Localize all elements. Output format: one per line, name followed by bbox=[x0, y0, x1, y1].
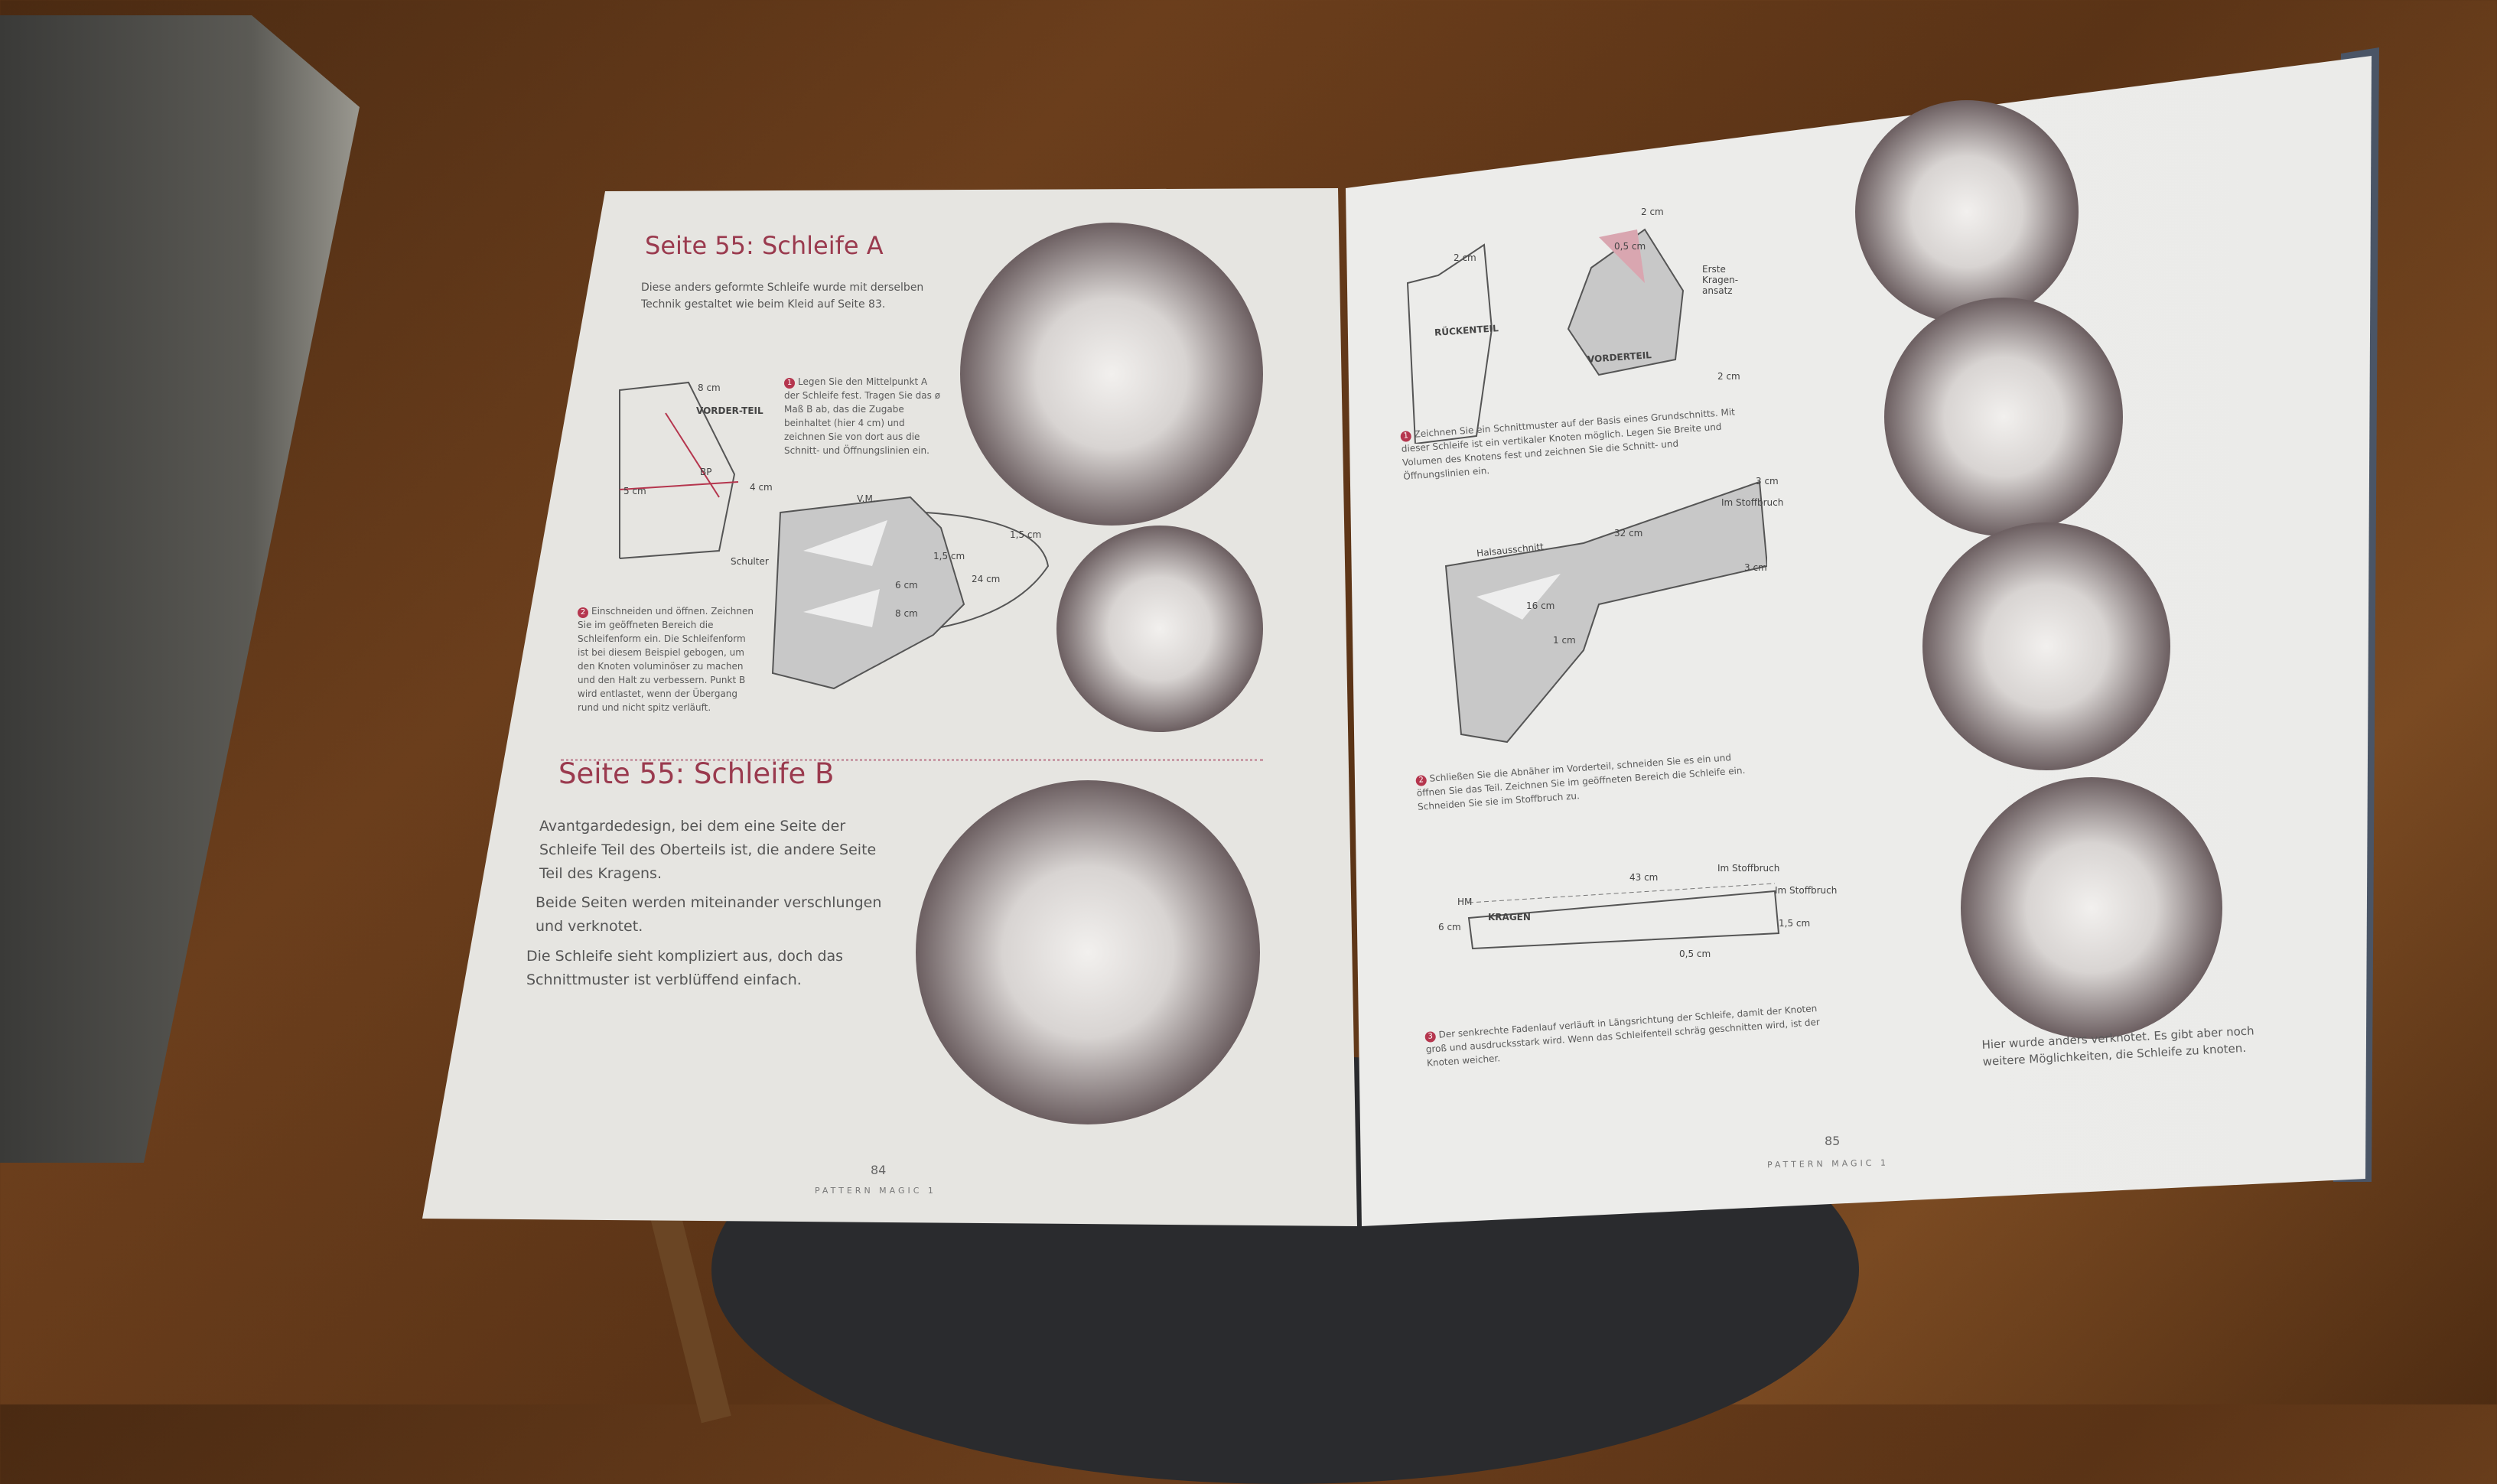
section-divider bbox=[561, 759, 1263, 761]
label-vm: V.M. bbox=[857, 493, 876, 504]
step-number-2-b: 2 bbox=[1415, 775, 1428, 786]
diagram-a bbox=[619, 381, 1050, 690]
label-im-stoffbruch-1: Im Stoffbruch bbox=[1721, 497, 1784, 508]
label-im-stoffbruch-3: Im Stoffbruch bbox=[1775, 885, 1838, 896]
label-3cm-a: 3 cm bbox=[1756, 476, 1779, 487]
photo-bow-b bbox=[916, 780, 1260, 1124]
label-bp: BP bbox=[700, 467, 712, 477]
label-24cm: 24 cm bbox=[972, 574, 1001, 584]
label-8cm: 8 cm bbox=[698, 382, 721, 393]
footer-right: PATTERN MAGIC 1 bbox=[1766, 1157, 1890, 1170]
step-number-1: 1 bbox=[784, 378, 795, 389]
label-0-5cm-r: 0,5 cm bbox=[1679, 949, 1711, 959]
footer-left: PATTERN MAGIC 1 bbox=[815, 1186, 936, 1196]
para-b1: Avantgardedesign, bei dem eine Seite der… bbox=[539, 818, 877, 882]
label-im-stoffbruch-2: Im Stoffbruch bbox=[1717, 863, 1780, 874]
label-43cm: 43 cm bbox=[1629, 872, 1659, 883]
para-b2: Beide Seiten werden miteinander verschlu… bbox=[536, 894, 882, 935]
label-8cm-b: 8 cm bbox=[895, 608, 918, 619]
step-2-a-text: Einschneiden und öffnen. Zeichnen Sie im… bbox=[578, 606, 754, 713]
title-schleife-a: Seite 55: Schleife A bbox=[645, 231, 884, 260]
step-1-a-text: Legen Sie den Mittelpunkt A der Schleife… bbox=[784, 376, 941, 456]
label-kragen: KRAGEN bbox=[1488, 912, 1531, 923]
label-1-5cm: 1,5 cm bbox=[933, 551, 965, 561]
photo-knot-3 bbox=[1922, 522, 2170, 770]
label-hm: HM bbox=[1457, 897, 1473, 907]
label-0-5cm: 0,5 cm bbox=[1614, 241, 1646, 252]
label-2cm-a: 2 cm bbox=[1454, 252, 1476, 263]
label-6cm-r: 6 cm bbox=[1438, 922, 1461, 932]
label-1cm: 1 cm bbox=[1553, 635, 1576, 646]
label-2cm-c: 2 cm bbox=[1717, 371, 1740, 382]
intro-a: Diese anders geformte Schleife wurde mit… bbox=[641, 282, 924, 311]
stool-leg bbox=[646, 1193, 731, 1424]
step-number-3-b: 3 bbox=[1424, 1031, 1437, 1043]
label-3cm-b: 3 cm bbox=[1744, 562, 1767, 573]
label-32cm: 32 cm bbox=[1614, 528, 1643, 539]
label-schulter: Schulter bbox=[731, 556, 769, 567]
diagram-kragen bbox=[1467, 883, 1780, 950]
page-number-84: 84 bbox=[871, 1163, 887, 1177]
step-number-1-b: 1 bbox=[1400, 431, 1412, 442]
label-5cm: 5 cm bbox=[623, 486, 646, 496]
label-1-5cm-b: 1,5 cm bbox=[1010, 529, 1042, 540]
label-4cm: 4 cm bbox=[750, 482, 773, 493]
diagram-b-base bbox=[1406, 228, 1685, 444]
step-number-2: 2 bbox=[578, 607, 588, 618]
photo-knot-4 bbox=[1961, 777, 2222, 1039]
photo-knot-2 bbox=[1884, 298, 2123, 536]
label-6cm: 6 cm bbox=[895, 580, 918, 591]
laptop bbox=[0, 15, 360, 1163]
title-schleife-b: Seite 55: Schleife B bbox=[558, 757, 835, 790]
photo-bow-a bbox=[960, 223, 1263, 526]
label-1-5cm-r: 1,5 cm bbox=[1779, 918, 1811, 929]
para-b3: Die Schleife sieht kompliziert aus, doch… bbox=[526, 948, 844, 988]
label-vorderteil: VORDER-TEIL bbox=[696, 405, 763, 416]
label-16cm: 16 cm bbox=[1526, 600, 1555, 611]
label-2cm-b: 2 cm bbox=[1641, 207, 1664, 217]
photo-knot-1 bbox=[1855, 100, 2079, 324]
photo-bow-a-pattern bbox=[1056, 526, 1263, 732]
page-number-85: 85 bbox=[1825, 1134, 1841, 1148]
diagram-b-open bbox=[1444, 480, 1767, 744]
label-erste-kragenansatz: Erste Kragen-ansatz bbox=[1702, 264, 1739, 296]
